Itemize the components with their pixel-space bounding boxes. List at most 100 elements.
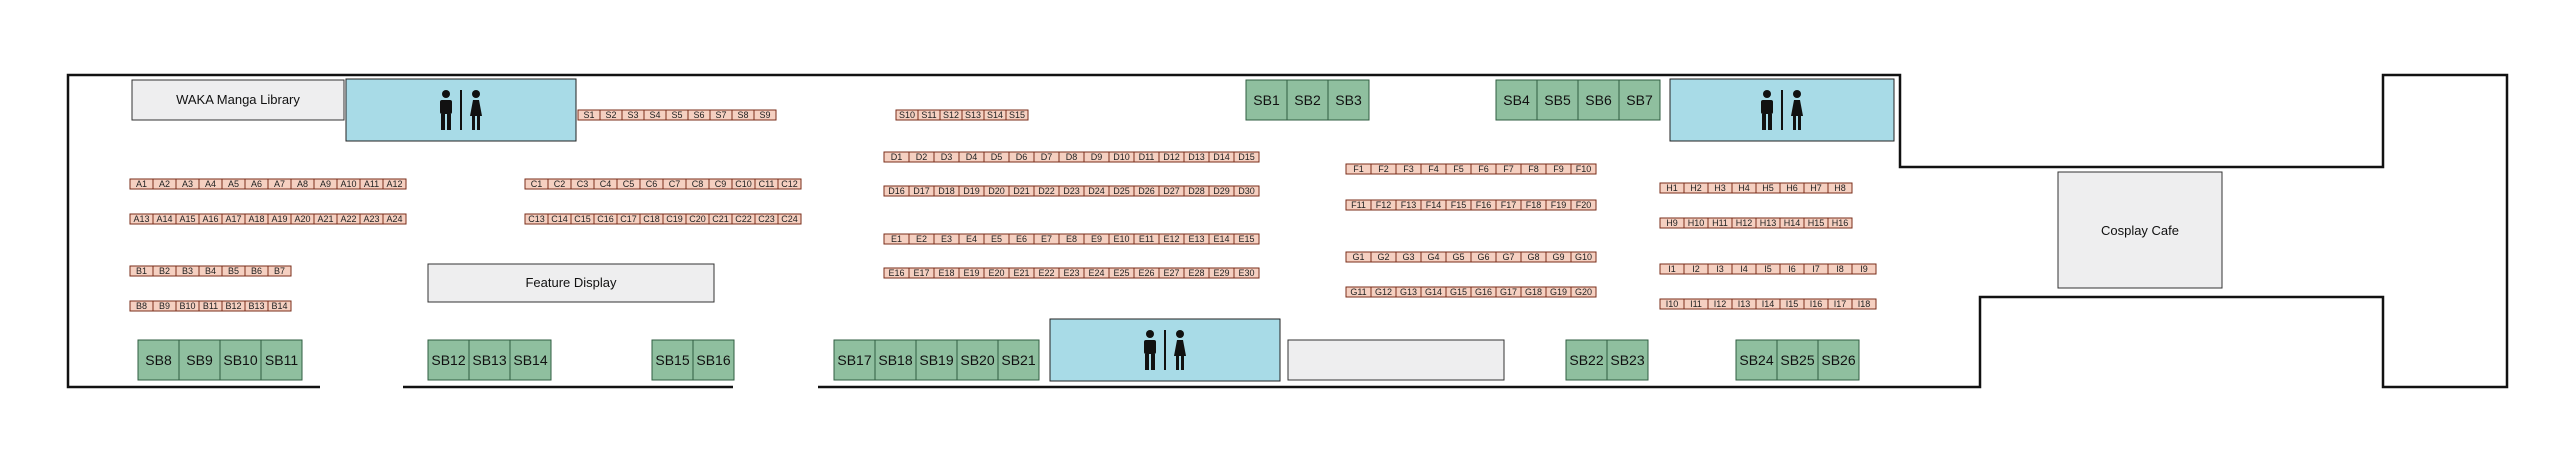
booth-D13[interactable]: D13 [1183, 151, 1210, 163]
booth-G1[interactable]: G1 [1345, 251, 1372, 263]
booth-A10[interactable]: A10 [336, 178, 361, 190]
booth-E9[interactable]: E9 [1083, 233, 1110, 245]
booth-G16[interactable]: G16 [1470, 286, 1497, 298]
booth-C18[interactable]: C18 [639, 213, 664, 225]
booth-C24[interactable]: C24 [777, 213, 802, 225]
booth-G7[interactable]: G7 [1495, 251, 1522, 263]
booth-C13[interactable]: C13 [524, 213, 549, 225]
booth-SB7[interactable]: SB7 [1618, 79, 1661, 121]
booth-SB14[interactable]: SB14 [509, 339, 552, 381]
booth-SB15[interactable]: SB15 [651, 339, 694, 381]
booth-B12[interactable]: B12 [221, 300, 246, 312]
booth-E3[interactable]: E3 [933, 233, 960, 245]
booth-H11[interactable]: H11 [1707, 217, 1733, 229]
booth-H5[interactable]: H5 [1755, 182, 1781, 194]
booth-E8[interactable]: E8 [1058, 233, 1085, 245]
booth-S7[interactable]: S7 [709, 109, 733, 121]
booth-E14[interactable]: E14 [1208, 233, 1235, 245]
booth-A22[interactable]: A22 [336, 213, 361, 225]
booth-F15[interactable]: F15 [1445, 199, 1472, 211]
booth-D3[interactable]: D3 [933, 151, 960, 163]
booth-F5[interactable]: F5 [1445, 163, 1472, 175]
booth-SB21[interactable]: SB21 [997, 339, 1040, 381]
booth-G4[interactable]: G4 [1420, 251, 1447, 263]
booth-A8[interactable]: A8 [290, 178, 315, 190]
booth-F3[interactable]: F3 [1395, 163, 1422, 175]
booth-E16[interactable]: E16 [883, 267, 910, 279]
booth-B11[interactable]: B11 [198, 300, 223, 312]
booth-H3[interactable]: H3 [1707, 182, 1733, 194]
booth-I16[interactable]: I16 [1803, 298, 1829, 310]
booth-I17[interactable]: I17 [1827, 298, 1853, 310]
booth-I14[interactable]: I14 [1755, 298, 1781, 310]
booth-F8[interactable]: F8 [1520, 163, 1547, 175]
booth-I5[interactable]: I5 [1755, 263, 1781, 275]
booth-E15[interactable]: E15 [1233, 233, 1260, 245]
booth-B1[interactable]: B1 [129, 265, 154, 277]
booth-G17[interactable]: G17 [1495, 286, 1522, 298]
booth-I3[interactable]: I3 [1707, 263, 1733, 275]
booth-H13[interactable]: H13 [1755, 217, 1781, 229]
booth-H9[interactable]: H9 [1659, 217, 1685, 229]
booth-D18[interactable]: D18 [933, 185, 960, 197]
booth-H12[interactable]: H12 [1731, 217, 1757, 229]
booth-G15[interactable]: G15 [1445, 286, 1472, 298]
booth-F11[interactable]: F11 [1345, 199, 1372, 211]
booth-S1[interactable]: S1 [577, 109, 601, 121]
booth-G5[interactable]: G5 [1445, 251, 1472, 263]
booth-H6[interactable]: H6 [1779, 182, 1805, 194]
booth-E19[interactable]: E19 [958, 267, 985, 279]
booth-G10[interactable]: G10 [1570, 251, 1597, 263]
booth-D12[interactable]: D12 [1158, 151, 1185, 163]
booth-H8[interactable]: H8 [1827, 182, 1853, 194]
booth-I10[interactable]: I10 [1659, 298, 1685, 310]
booth-C10[interactable]: C10 [731, 178, 756, 190]
booth-C8[interactable]: C8 [685, 178, 710, 190]
booth-D1[interactable]: D1 [883, 151, 910, 163]
booth-I7[interactable]: I7 [1803, 263, 1829, 275]
booth-S4[interactable]: S4 [643, 109, 667, 121]
booth-D26[interactable]: D26 [1133, 185, 1160, 197]
booth-S11[interactable]: S11 [917, 109, 941, 121]
booth-B3[interactable]: B3 [175, 265, 200, 277]
booth-SB17[interactable]: SB17 [833, 339, 876, 381]
booth-E30[interactable]: E30 [1233, 267, 1260, 279]
booth-H16[interactable]: H16 [1827, 217, 1853, 229]
booth-SB16[interactable]: SB16 [692, 339, 735, 381]
booth-E11[interactable]: E11 [1133, 233, 1160, 245]
booth-I6[interactable]: I6 [1779, 263, 1805, 275]
booth-C4[interactable]: C4 [593, 178, 618, 190]
booth-F2[interactable]: F2 [1370, 163, 1397, 175]
booth-D30[interactable]: D30 [1233, 185, 1260, 197]
booth-SB8[interactable]: SB8 [137, 339, 180, 381]
booth-D2[interactable]: D2 [908, 151, 935, 163]
booth-C19[interactable]: C19 [662, 213, 687, 225]
booth-E25[interactable]: E25 [1108, 267, 1135, 279]
booth-C14[interactable]: C14 [547, 213, 572, 225]
booth-S14[interactable]: S14 [983, 109, 1007, 121]
booth-D21[interactable]: D21 [1008, 185, 1035, 197]
booth-G11[interactable]: G11 [1345, 286, 1372, 298]
booth-D20[interactable]: D20 [983, 185, 1010, 197]
booth-S12[interactable]: S12 [939, 109, 963, 121]
booth-E4[interactable]: E4 [958, 233, 985, 245]
booth-E12[interactable]: E12 [1158, 233, 1185, 245]
booth-G19[interactable]: G19 [1545, 286, 1572, 298]
booth-C17[interactable]: C17 [616, 213, 641, 225]
booth-G6[interactable]: G6 [1470, 251, 1497, 263]
booth-H15[interactable]: H15 [1803, 217, 1829, 229]
booth-H10[interactable]: H10 [1683, 217, 1709, 229]
booth-S9[interactable]: S9 [753, 109, 777, 121]
booth-A1[interactable]: A1 [129, 178, 154, 190]
booth-F17[interactable]: F17 [1495, 199, 1522, 211]
booth-C6[interactable]: C6 [639, 178, 664, 190]
booth-E27[interactable]: E27 [1158, 267, 1185, 279]
booth-B6[interactable]: B6 [244, 265, 269, 277]
booth-SB1[interactable]: SB1 [1245, 79, 1288, 121]
booth-E7[interactable]: E7 [1033, 233, 1060, 245]
booth-D5[interactable]: D5 [983, 151, 1010, 163]
booth-A20[interactable]: A20 [290, 213, 315, 225]
booth-H14[interactable]: H14 [1779, 217, 1805, 229]
booth-A16[interactable]: A16 [198, 213, 223, 225]
booth-C2[interactable]: C2 [547, 178, 572, 190]
